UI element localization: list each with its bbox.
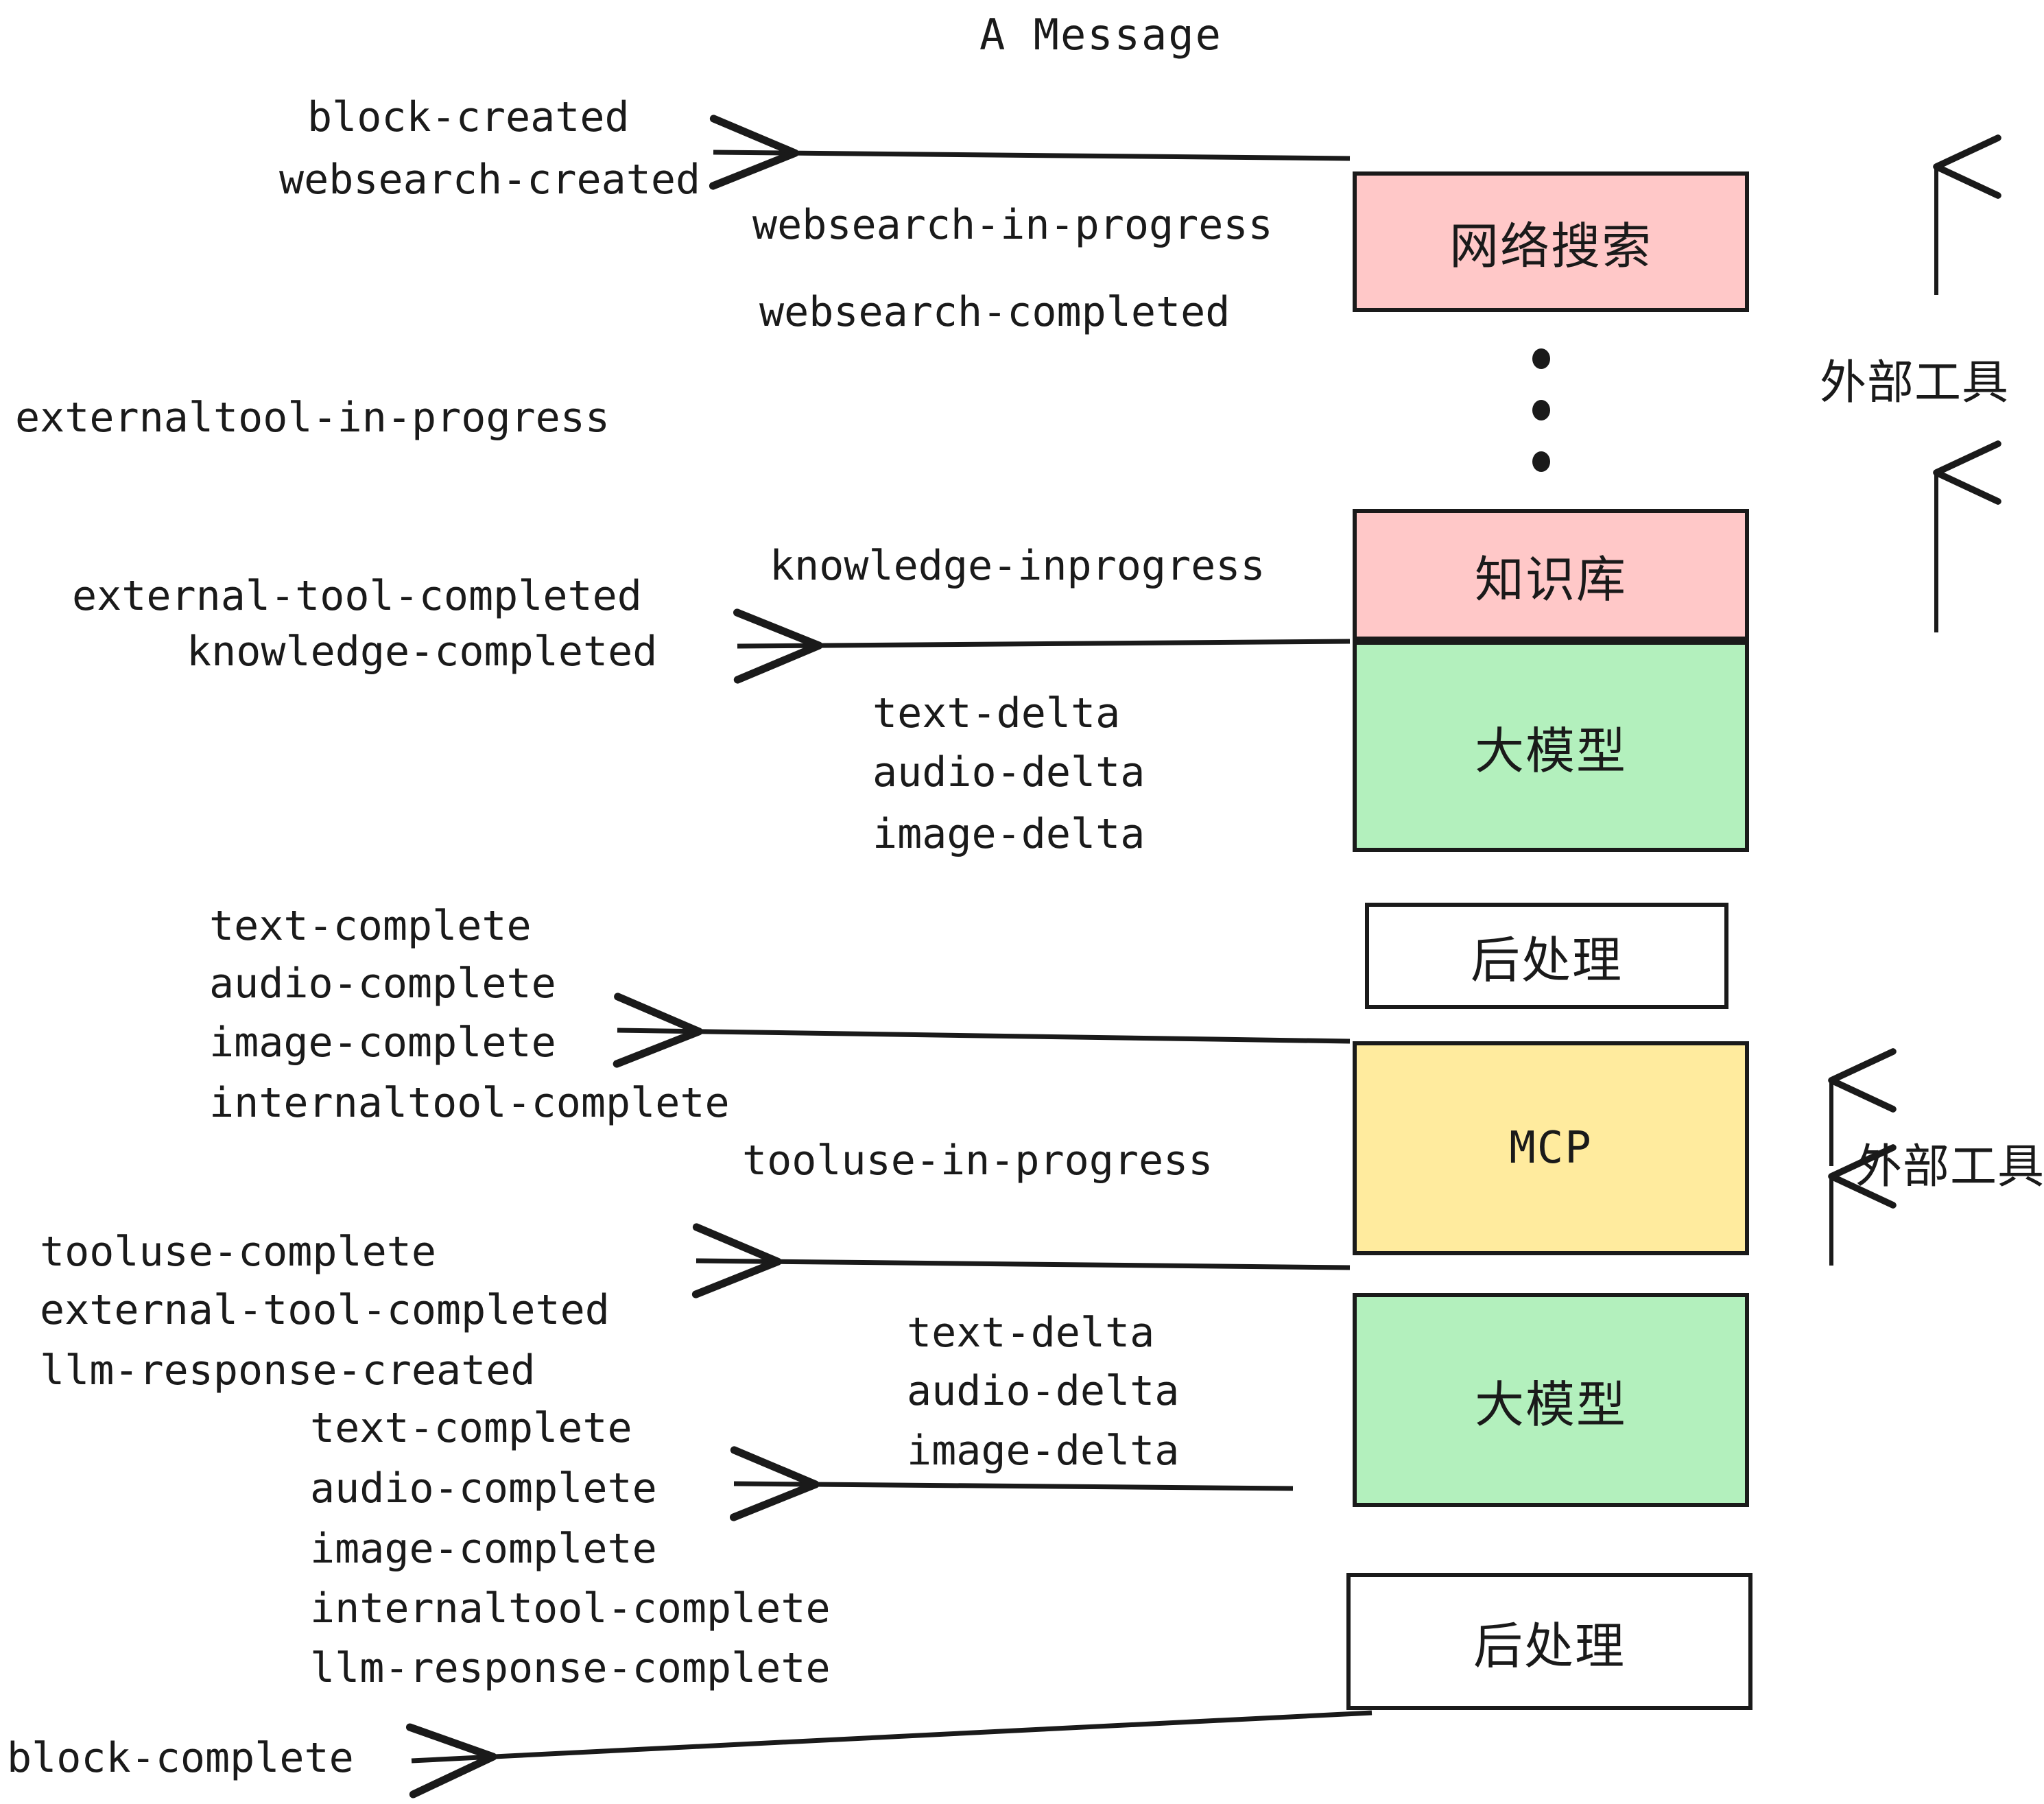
event-text-complete-2: text-complete xyxy=(310,1404,632,1452)
arrow-block-complete xyxy=(405,1710,1372,1799)
arrow-websearch-created xyxy=(709,115,1351,190)
event-knowledge-inprogress: knowledge-inprogress xyxy=(770,542,1265,590)
event-internaltool-complete-2: internaltool-complete xyxy=(310,1585,831,1633)
arrow-tooluse-complete xyxy=(691,1223,1351,1298)
event-llm-response-created: llm-response-created xyxy=(40,1346,536,1394)
ellipsis-dot-icon xyxy=(1532,451,1550,472)
box-knowledge-label: 知识库 xyxy=(1474,550,1627,608)
box-llm-1-label: 大模型 xyxy=(1474,722,1627,780)
event-audio-complete-2: audio-complete xyxy=(310,1464,657,1512)
event-llm-response-complete: llm-response-complete xyxy=(310,1644,831,1692)
arrow-knowledge-completed xyxy=(733,608,1351,684)
event-external-tool-completed-1: external-tool-completed xyxy=(72,572,642,620)
event-websearch-in-progress: websearch-in-progress xyxy=(752,201,1273,249)
event-tooluse-complete: tooluse-complete xyxy=(40,1228,436,1276)
box-llm-2: 大模型 xyxy=(1353,1293,1749,1507)
arrow-image-complete xyxy=(613,993,1351,1068)
box-postprocess-2-label: 后处理 xyxy=(1473,1617,1626,1675)
event-image-delta-1: image-delta xyxy=(872,810,1145,858)
box-websearch-label: 网络搜索 xyxy=(1449,217,1652,275)
box-llm-1: 大模型 xyxy=(1353,641,1749,852)
event-text-delta-2: text-delta xyxy=(907,1309,1155,1357)
box-postprocess-2: 后处理 xyxy=(1346,1573,1752,1710)
event-knowledge-completed: knowledge-completed xyxy=(187,628,658,676)
event-websearch-created: websearch-created xyxy=(279,156,701,204)
box-mcp-label: MCP xyxy=(1509,1123,1593,1174)
event-image-complete-1: image-complete xyxy=(209,1019,556,1067)
arrow-audio-complete xyxy=(729,1446,1294,1521)
event-external-tool-completed-2: external-tool-completed xyxy=(40,1286,610,1334)
side-label-external-tools-top: 外部工具 xyxy=(1820,356,2010,410)
box-postprocess-1: 后处理 xyxy=(1365,903,1728,1009)
event-internaltool-complete-1: internaltool-complete xyxy=(209,1079,730,1127)
box-knowledge: 知识库 xyxy=(1353,509,1749,641)
event-websearch-completed: websearch-completed xyxy=(759,288,1231,336)
box-postprocess-1-label: 后处理 xyxy=(1470,931,1623,989)
event-block-complete: block-complete xyxy=(7,1734,354,1782)
event-audio-complete-1: audio-complete xyxy=(209,960,556,1008)
event-text-delta-1: text-delta xyxy=(872,689,1121,737)
diagram-title: A Message xyxy=(979,10,1222,60)
event-block-created: block-created xyxy=(307,93,630,141)
event-image-delta-2: image-delta xyxy=(907,1427,1180,1475)
event-externaltool-in-progress: externaltool-in-progress xyxy=(15,394,610,442)
event-text-complete-1: text-complete xyxy=(209,902,532,950)
side-label-external-tools-bottom: 外部工具 xyxy=(1855,1140,2044,1194)
ellipsis-dot-icon xyxy=(1532,348,1550,369)
event-audio-delta-1: audio-delta xyxy=(872,748,1145,796)
box-mcp: MCP xyxy=(1353,1041,1749,1255)
event-audio-delta-2: audio-delta xyxy=(907,1367,1180,1415)
box-websearch: 网络搜索 xyxy=(1353,171,1749,312)
event-tooluse-in-progress: tooluse-in-progress xyxy=(742,1137,1213,1185)
ellipsis-dot-icon xyxy=(1532,400,1550,420)
box-llm-2-label: 大模型 xyxy=(1474,1375,1627,1434)
event-image-complete-2: image-complete xyxy=(310,1525,657,1573)
